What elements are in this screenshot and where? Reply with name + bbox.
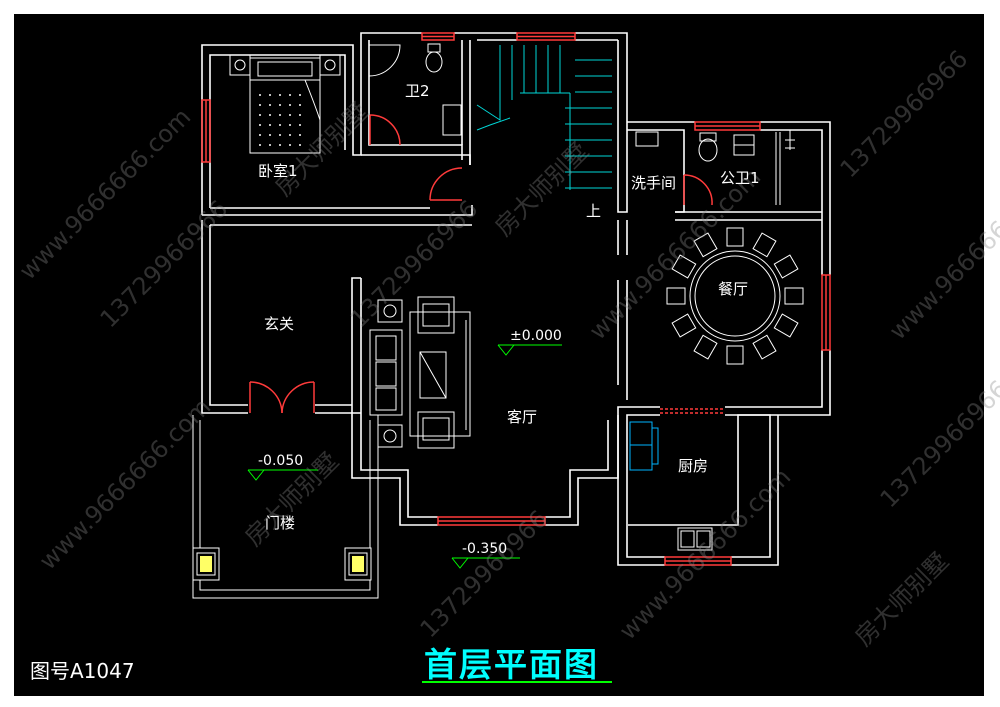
windows: [201, 32, 831, 566]
doors: [249, 114, 713, 414]
drawing-area: [14, 14, 984, 696]
room-label-kitchen: 厨房: [678, 457, 709, 475]
stairs: [476, 45, 612, 190]
room-label-washroom: 洗手间: [631, 174, 677, 192]
elevation-living: ±0.000: [510, 328, 562, 344]
sofa-set: [369, 296, 471, 449]
kitchen-fridge: [629, 421, 659, 471]
drawing-title: 首层平面图: [424, 645, 599, 684]
room-label-foyer: 玄关: [264, 315, 295, 333]
walls: [201, 32, 831, 566]
bath2-fixtures: [368, 43, 795, 205]
drawing-code: 图号A1047: [30, 659, 135, 683]
porch-pillar-right: [352, 556, 364, 572]
elevation-markers: [247, 344, 562, 569]
room-label-public-bath1: 公卫1: [720, 169, 760, 187]
bed-pattern: [259, 94, 301, 146]
room-label-porch: 门楼: [265, 514, 296, 532]
elevation-porch: -0.050: [258, 453, 304, 469]
room-label-dining: 餐厅: [718, 280, 749, 298]
dining-table: [666, 227, 804, 365]
room-label-living: 客厅: [507, 408, 538, 426]
room-label-bath2: 卫2: [405, 82, 430, 100]
kitchen-sink: [677, 527, 713, 551]
bed: [229, 54, 341, 154]
elevation-exterior: -0.350: [462, 541, 508, 557]
room-label-bedroom1: 卧室1: [258, 162, 298, 180]
stair-up-label: 上: [586, 202, 602, 220]
porch-pillar-left: [200, 556, 212, 572]
